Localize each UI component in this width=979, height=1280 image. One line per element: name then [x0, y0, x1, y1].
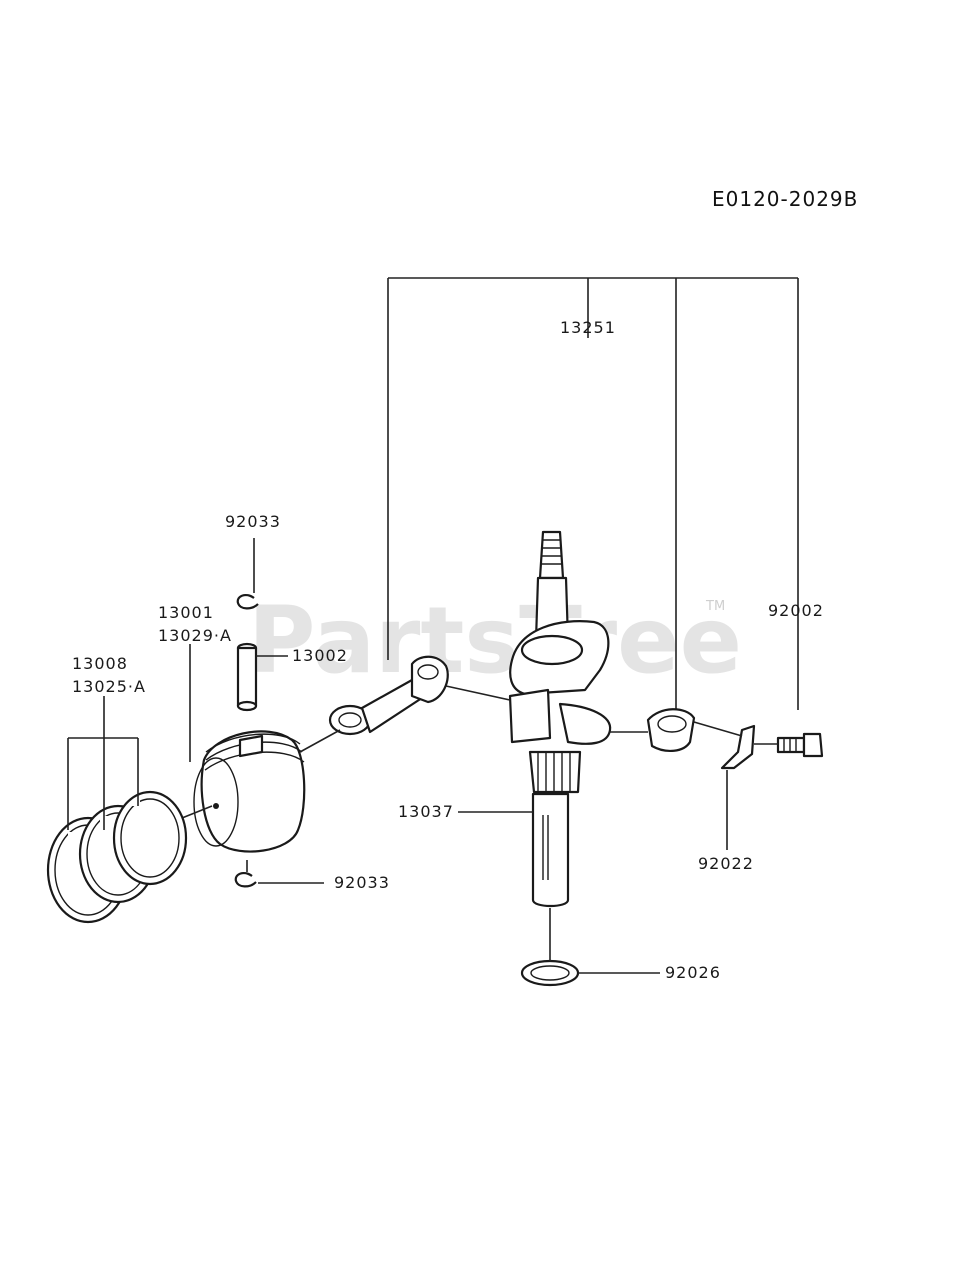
- diagram-code: E0120-2029B: [712, 187, 858, 211]
- part-label-92033-bottom[interactable]: 92033: [334, 873, 390, 892]
- piston-rings-part[interactable]: [46, 790, 188, 924]
- part-label-92026[interactable]: 92026: [665, 963, 721, 982]
- watermark: PartsTree: [248, 587, 742, 694]
- part-label-13001[interactable]: 13001: [158, 603, 214, 622]
- bolt-92002-part[interactable]: [754, 732, 824, 758]
- leader-13008: [67, 696, 139, 830]
- watermark-trademark: TM: [705, 599, 725, 614]
- washer-92026-part[interactable]: [520, 959, 580, 987]
- circlip-bottom-92033-part[interactable]: [234, 860, 257, 888]
- circlip-top-92033-part[interactable]: [236, 594, 259, 610]
- crankshaft-part[interactable]: [508, 530, 612, 908]
- leader-92022: [693, 721, 743, 850]
- lock-plate-92022-part[interactable]: [720, 724, 756, 770]
- part-label-13029a[interactable]: 13029·A: [158, 626, 232, 645]
- part-label-13002[interactable]: 13002: [292, 646, 348, 665]
- piston-part[interactable]: [171, 729, 341, 853]
- bracket-13251: [387, 277, 799, 718]
- part-label-13037[interactable]: 13037: [398, 802, 454, 821]
- rod-cap-part[interactable]: [610, 708, 696, 752]
- part-label-92002[interactable]: 92002: [768, 601, 824, 620]
- part-label-92033-top[interactable]: 92033: [225, 512, 281, 531]
- connecting-rod-part[interactable]: [328, 655, 511, 736]
- part-label-13008[interactable]: 13008: [72, 654, 128, 673]
- part-label-13025a[interactable]: 13025·A: [72, 677, 146, 696]
- part-label-13251[interactable]: 13251: [560, 318, 616, 337]
- piston-pin-13002-part[interactable]: [236, 642, 258, 712]
- part-label-92022[interactable]: 92022: [698, 854, 754, 873]
- leader-92026: [549, 908, 660, 974]
